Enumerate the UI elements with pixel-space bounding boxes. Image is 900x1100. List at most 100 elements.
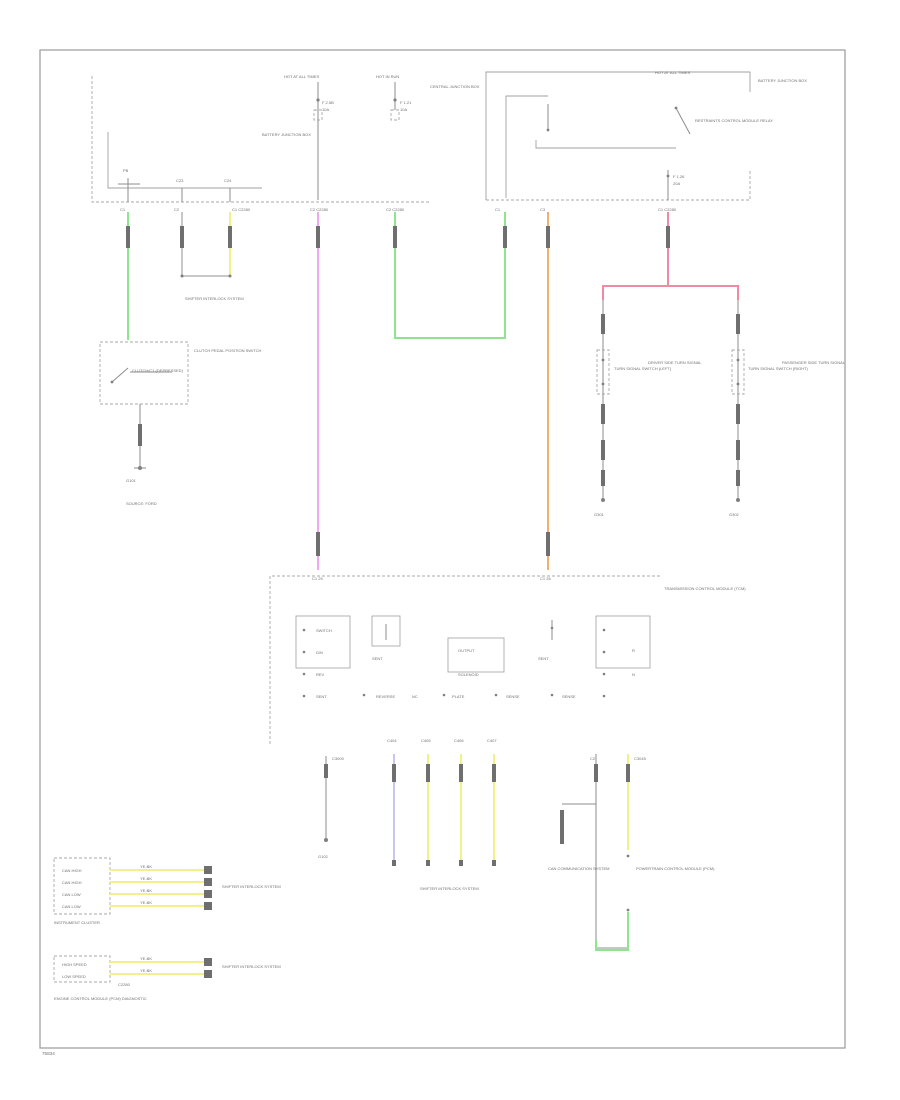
instrument-cluster: CAN HIGH CAN HIGH CAN LOW CAN LOW YE-BK … <box>53 857 281 925</box>
battery-jbox-label: BATTERY JUNCTION BOX <box>262 132 311 137</box>
conn-top-3: C1 C2280 <box>232 207 251 212</box>
tcm-bot-1: REVERSE <box>376 694 395 699</box>
ic-wire-1: YE-BK <box>140 864 152 869</box>
ic-row-4: CAN LOW <box>62 904 81 909</box>
tcm-pin-left: C1 25 <box>312 576 323 581</box>
ic-wire-4: YE-BK <box>140 900 152 905</box>
shifter-pin-3: C406 <box>454 738 464 743</box>
tcm-block1-title: SWITCH <box>316 628 332 633</box>
clutch-label: CLUTCH PEDAL POSITION SWITCH <box>194 348 262 353</box>
turn-right-inner: TURN SIGNAL SWITCH (RIGHT) <box>748 366 809 371</box>
tcm-gnd-label: C3000 <box>332 756 345 761</box>
tcm-bot-2: NC <box>412 694 418 699</box>
fuse-10a-left: 10A <box>322 107 329 112</box>
can-ref: CAN COMMUNICATION SYSTEM <box>548 866 609 871</box>
central-junction-feed: HOT IN RUN F 1.21 10A CENTRAL JUNCTION B… <box>376 74 480 121</box>
ic-wire-2: YE-BK <box>140 876 152 881</box>
tcm-module: TRANSMISSION CONTROL MODULE (TCM) C1 25 … <box>269 575 746 744</box>
battery-junction-feed: HOT AT ALL TIMES F 2.5B 10A BATTERY JUNC… <box>262 74 334 200</box>
tcm-block3-title: OUTPUT <box>458 648 475 653</box>
wire-stub-c1 <box>181 212 230 277</box>
clutch-switch: CLUTCH/C1 (DEPRESSED) CLUTCH PEDAL POSIT… <box>99 341 262 506</box>
ecm-connector: C2280 <box>118 982 131 987</box>
fuse-20a: 20A <box>673 181 680 186</box>
fuse-10a-mid: 10A <box>400 107 407 112</box>
conn-top-4: C2 C2280 <box>310 207 329 212</box>
right-module-label: POWERTRAIN CONTROL MODULE (PCM) <box>636 866 715 871</box>
right-pin-1: C2 <box>590 756 596 761</box>
turn-signal-right: TURN SIGNAL SWITCH (RIGHT) PASSENGER SID… <box>729 300 846 517</box>
wire-connectors <box>126 226 670 556</box>
shifter-ref-lower: SHIFTER INTERLOCK SYSTEM <box>420 886 479 891</box>
conn-top-2: C2 <box>174 207 180 212</box>
tcm-block5-row2: N <box>632 672 635 677</box>
ic-wire-3: YE-BK <box>140 888 152 893</box>
turn-right-label: PASSENGER SIDE TURN SIGNAL <box>782 360 846 365</box>
top-right-side-label: BATTERY JUNCTION BOX <box>758 78 807 83</box>
pin-label-pb: PB <box>123 168 129 173</box>
fuse-f25b: F 2.5B <box>322 100 334 105</box>
tcm-bot-4: SENSE <box>506 694 520 699</box>
shifter-pin-4: C407 <box>487 738 497 743</box>
tcm-block4-label: SENT <box>538 656 549 661</box>
ecm-ref: SHIFTER INTERLOCK SYSTEM <box>222 964 281 969</box>
right-pin-2: C3045 <box>634 756 647 761</box>
ground-g301: G301 <box>594 512 605 517</box>
hot-at-all-times-label: HOT AT ALL TIMES <box>284 74 319 79</box>
shifter-pin-1: C404 <box>387 738 397 743</box>
ecm-wire-2: YE-BK <box>140 968 152 973</box>
engine-control-module: HIGH SPEED LOW SPEED YE-BK YE-BK SHIFTER… <box>53 955 281 1001</box>
left-ground-label: G101 <box>126 478 137 483</box>
ecm-label: ENGINE CONTROL MODULE (PCM) DIAGNOSTIC <box>54 996 147 1001</box>
ecm-row-1: HIGH SPEED <box>62 962 87 967</box>
ic-row-2: CAN HIGH <box>62 880 82 885</box>
fuse-f121: F 1.21 <box>400 100 412 105</box>
conn-top-6: C1 <box>495 207 501 212</box>
tcm-lower-wires: C3000 G102 C404 C405 C406 C407 SHIFTER I… <box>318 738 715 951</box>
fuse-f126: F 1.26 <box>673 174 685 179</box>
diagram-frame <box>39 49 846 1049</box>
top-connectors: C1 C2 C1 C2280 C2 C2280 C2 C2280 C1 C3 C… <box>120 207 677 212</box>
relay-label: RESTRAINTS CONTROL MODULE RELAY <box>695 118 773 123</box>
tcm-bot-3: PLATE <box>452 694 465 699</box>
top-right-hot-label: HOT AT ALL TIMES <box>655 70 690 75</box>
ground-g302: G302 <box>729 512 740 517</box>
tcm-block1-row3: SENT <box>316 694 327 699</box>
wire-red <box>602 212 739 300</box>
tcm-gnd-sub: G102 <box>318 854 329 859</box>
shifter-ref-left: SHIFTER INTERLOCK SYSTEM <box>185 296 244 301</box>
tcm-block3-sub: SOLENOID <box>458 672 479 677</box>
tcm-pin-right: C1 26 <box>540 576 551 581</box>
ic-ref: SHIFTER INTERLOCK SYSTEM <box>222 884 281 889</box>
top-right-box: HOT AT ALL TIMES BATTERY JUNCTION BOX RE… <box>485 70 807 201</box>
central-jbox-label: CENTRAL JUNCTION BOX <box>430 84 480 89</box>
turn-signal-left: TURN SIGNAL SWITCH (LEFT) DRIVER SIDE TU… <box>594 300 702 517</box>
figure-id: 75834 <box>42 1051 55 1056</box>
pin-label-c1a: C23 <box>176 178 184 183</box>
turn-left-inner: TURN SIGNAL SWITCH (LEFT) <box>614 366 672 371</box>
conn-top-8: C1 C2280 <box>658 207 677 212</box>
clutch-inner: CLUTCH/C1 (DEPRESSED) <box>132 368 184 373</box>
tcm-block1-row2: REV <box>316 672 325 677</box>
conn-top-5: C2 C2280 <box>386 207 405 212</box>
ecm-row-2: LOW SPEED <box>62 974 86 979</box>
pin-label-c1b: C24 <box>224 178 232 183</box>
shifter-pin-2: C405 <box>421 738 431 743</box>
tcm-block5-row1: R <box>632 648 635 653</box>
wire-green-loop <box>394 212 506 339</box>
ic-label: INSTRUMENT CLUSTER <box>54 920 100 925</box>
ecm-wire-1: YE-BK <box>140 956 152 961</box>
conn-top-1: C1 <box>120 207 126 212</box>
tcm-label: TRANSMISSION CONTROL MODULE (TCM) <box>664 586 746 591</box>
tcm-bot-5: SENSE <box>562 694 576 699</box>
turn-left-label: DRIVER SIDE TURN SIGNAL <box>648 360 702 365</box>
conn-top-7: C3 <box>540 207 546 212</box>
left-ground-sub: SOURCE: FORD <box>126 501 157 506</box>
ic-row-1: CAN HIGH <box>62 868 82 873</box>
tcm-block2-label: SENT <box>372 656 383 661</box>
ic-row-3: CAN LOW <box>62 892 81 897</box>
hot-in-run-label: HOT IN RUN <box>376 74 399 79</box>
tcm-block1-row1: D/N <box>316 650 323 655</box>
top-left-box: PB C23 C24 <box>91 76 430 203</box>
